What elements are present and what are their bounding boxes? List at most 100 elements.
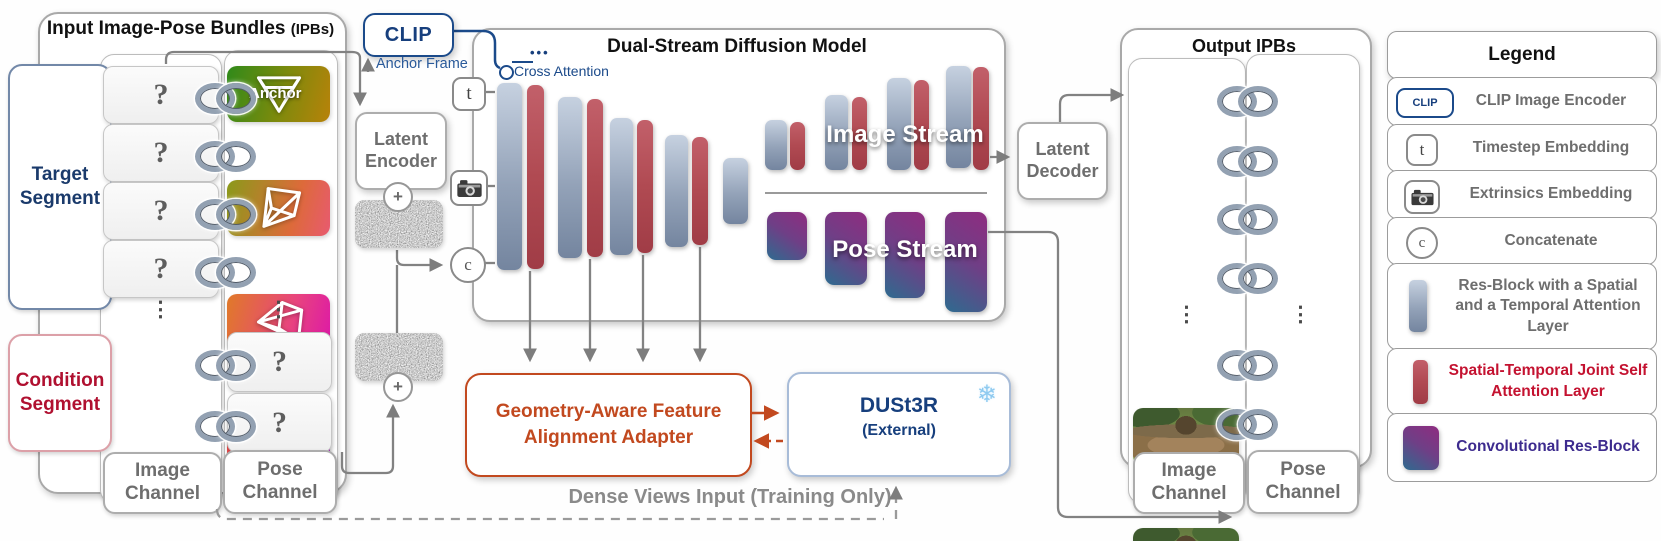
legend-row: Extrinsics Embedding [1387,170,1657,219]
ellipsis: ⋮ [268,298,289,321]
joint-attention-bar [790,122,805,170]
adapter-label: Geometry-Aware Feature Alignment Adapter [495,401,722,448]
camera-icon [456,179,482,197]
latent-decoder-label: Latent Decoder [1026,139,1099,181]
dust3r-subtitle: (External) [862,422,936,439]
line-pose-channel-to-plus [340,403,400,475]
res-block-bar [665,135,688,247]
camera-badge-icon [1404,180,1440,214]
joint-attention-bar [587,99,603,257]
timestep-t-label: t [466,83,472,104]
add-noise-plus-icon: + [383,372,413,402]
latent-encoder-box: Latent Encoder [355,112,447,190]
question-mark: ? [272,345,287,378]
chain-link-icon [1217,82,1278,117]
chain-link-icon [1217,142,1278,177]
chain-link-icon [1217,259,1278,294]
legend-row: Convolutional Res-Block [1387,413,1657,482]
input-image-channel-label: Image Channel [103,452,222,514]
legend-label: Timestep Embedding [1472,138,1630,156]
res-block-icon [1409,280,1427,332]
extrinsics-embedding-node [450,170,488,206]
joint-attention-icon [1413,360,1428,404]
adapter-box: Geometry-Aware Feature Alignment Adapter [465,373,752,477]
output-bundle-title: Output IPBs [1192,36,1296,56]
line-noise1-to-concat [395,250,444,272]
target-segment-box: Target Segment [8,64,112,310]
image-stream-label: Image Stream [826,121,984,148]
res-block-bar [610,118,633,255]
chain-link-icon [195,195,256,230]
output-image-channel-label: Image Channel [1133,452,1245,514]
input-bundle-title: Input Image-Pose Bundles (IPBs) [38,18,343,40]
input-bundle-title-main: Input Image-Pose Bundles [46,18,286,39]
joint-attention-bar [692,137,708,245]
chain-link-icon [1217,346,1278,381]
diffusion-model-title: Dual-Stream Diffusion Model [607,36,867,57]
legend-header: Legend [1387,31,1657,79]
clip-badge-icon: CLIP [1396,88,1454,118]
gaussian-noise-block [355,333,443,381]
legend-row: Res-Block with a Spatial and a Temporal … [1387,263,1657,350]
legend-row: c Concatenate [1387,217,1657,265]
timestep-embedding-node: t [452,77,486,111]
legend-row: CLIP CLIP Image Encoder [1387,77,1657,126]
input-pose-channel-label: Pose Channel [223,450,337,514]
question-mark: ? [153,252,169,285]
concatenate-node: c [450,247,486,283]
ellipsis: ⋮ [1290,303,1311,326]
image-channel-text: Image Channel [1151,460,1227,504]
cross-attention-anchor-icon [499,65,514,80]
bottleneck-res-block [723,158,748,224]
res-block-bar [558,97,582,258]
question-mark: ? [272,406,287,439]
conv-res-block [945,212,987,312]
legend-row: t Timestep Embedding [1387,124,1657,172]
legend-label: CLIP Image Encoder [1475,92,1627,110]
condition-segment-box: Condition Segment [8,334,112,452]
plus-sign: + [393,377,403,396]
snowflake-frozen-icon: ❄ [976,381,997,408]
chain-link-icon [195,407,256,442]
joint-attention-bar [527,85,544,269]
joint-attention-bar [637,120,653,253]
res-block-bar [825,95,848,170]
chain-link-icon [195,253,256,288]
chain-link-icon [195,137,256,172]
anchor-pose-label: Anchor [249,85,302,102]
question-mark: ? [153,136,169,169]
legend-label: Spatial-Temporal Joint Self Attention La… [1448,362,1648,400]
image-channel-text: Image Channel [125,460,200,504]
clip-label: CLIP [384,23,433,46]
condition-segment-label: Condition Segment [15,370,105,415]
question-mark: ? [153,78,169,111]
target-segment-label: Target Segment [19,164,101,209]
conv-res-block [885,212,925,298]
legend-label: Extrinsics Embedding [1469,185,1633,203]
res-block-bar [497,83,522,270]
legend-title: Legend [1488,44,1556,65]
input-bundle-title-suffix: (IPBs) [290,21,335,38]
ellipsis: ⋮ [150,298,171,321]
joint-attention-bar [914,80,929,170]
conv-res-block [767,212,807,260]
latent-decoder-box: Latent Decoder [1017,122,1108,200]
joint-attention-bar [852,97,867,170]
dense-views-label: Dense Views Input (Training Only) [568,486,892,508]
anchor-frame-label: Anchor Frame [376,56,468,72]
concat-c-label: c [464,255,472,274]
chain-link-icon [195,346,256,381]
pose-channel-text: Pose Channel [242,459,318,503]
cross-attention-dots: ••• [530,45,550,60]
legend-label: Res-Block with a Spatial and a Temporal … [1455,277,1641,335]
pose-channel-text: Pose Channel [1265,459,1341,503]
conv-block-icon [1403,426,1439,470]
latent-encoder-label: Latent Encoder [364,129,438,171]
legend-label: Convolutional Res-Block [1456,438,1640,456]
timestep-badge-icon: t [1406,134,1438,166]
res-block-bar [946,66,971,168]
cross-attention-label: Cross Attention [514,63,609,79]
question-mark: ? [153,194,169,227]
joint-attention-bar [973,67,989,170]
